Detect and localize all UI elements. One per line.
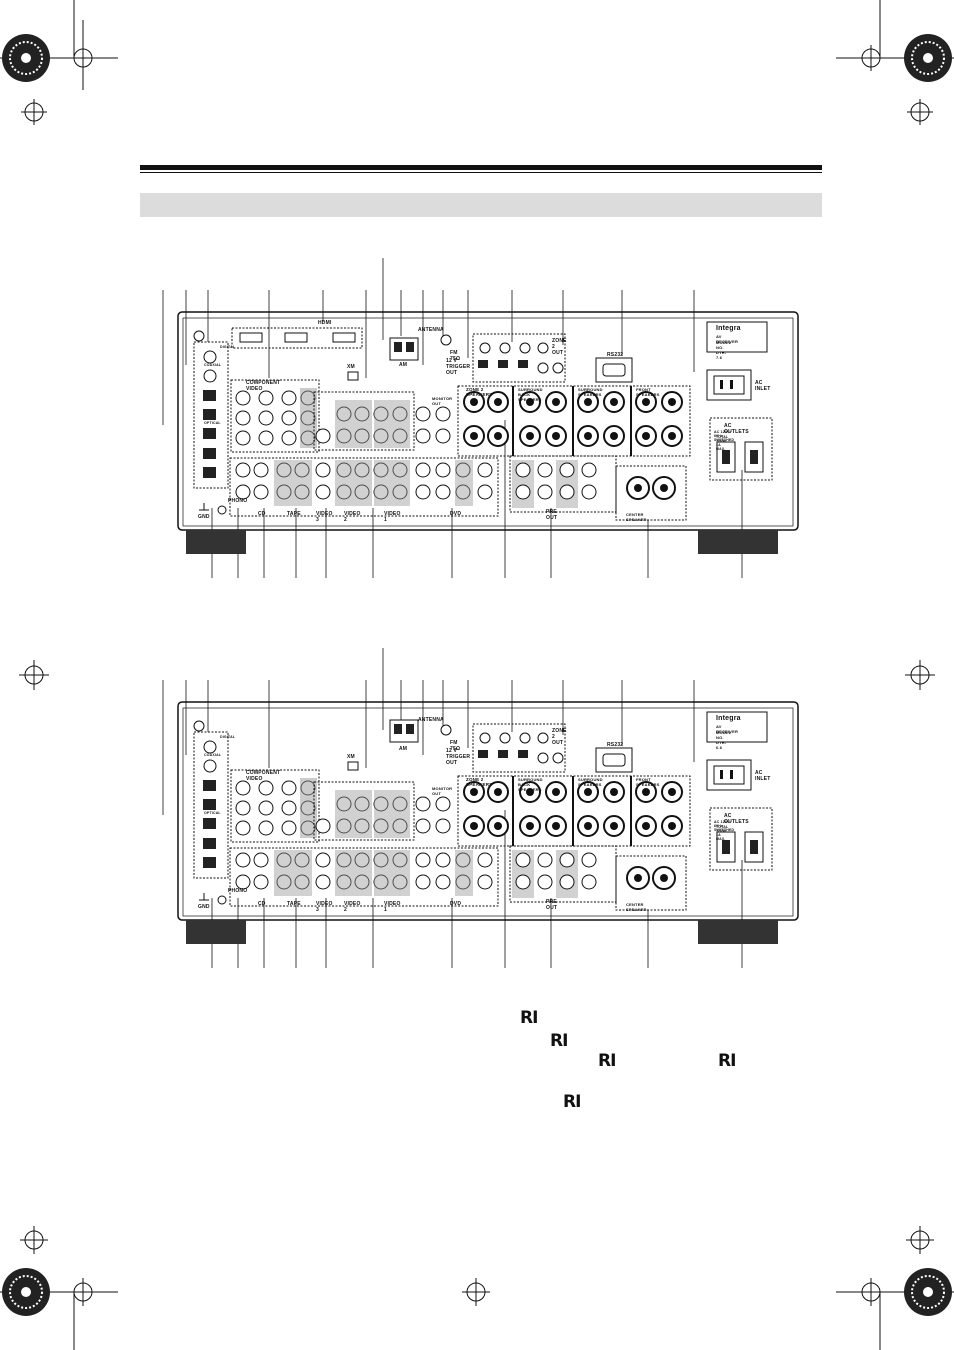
center-speaker-label: CENTER SPEAKER [626,512,647,522]
ac-outlets-sub2: TOTAL 120W 1A MAX. [716,435,729,451]
surround-back-label: SURROUND BACK SPEAKERS [518,387,543,402]
dvd-label-b: DVD [450,901,462,907]
fm-label: FM 75Ω [450,350,461,362]
ac-outlets-sub1-b: AC 120V~ 60Hz SWITCHED [714,820,735,832]
front-label: FRONT SPEAKERS [636,387,660,397]
am-label: AM [399,362,408,368]
ri-logo-icon: RI [718,1051,736,1071]
ri-logo-icon: RI [598,1051,616,1071]
hdmi-label: HDMI [318,320,332,326]
xm-label-b: XM [347,754,355,760]
ac-inlet-label-b: AC INLET [755,770,771,782]
optical-label: OPTICAL [204,421,221,425]
video2-label-b: VIDEO 2 [344,901,361,913]
ac-inlet-label: AC INLET [755,380,771,392]
monitor-out-label: MONITOR OUT [432,396,453,406]
brand-label: Integra [716,325,741,332]
pre-out-label: PRE OUT [546,509,558,521]
am-label-b: AM [399,746,408,752]
brand-sub2: MODEL NO. DTR-7.6 [716,340,732,360]
brand-sub1: AV RECEIVER [716,334,739,344]
video2-label: VIDEO 2 [344,511,361,523]
antenna-label: ANTENNA [418,327,444,333]
surround-label: SURROUND SPEAKERS [578,387,603,397]
component-video-label: COMPONENT VIDEO [246,380,281,392]
video3-label: VIDEO 3 [316,511,333,523]
ri-logo-icon: RI [520,1008,538,1028]
header-rule-thin [140,172,822,173]
gnd-label-b: GND [198,904,210,910]
video1-label: VIDEO 1 [384,511,401,523]
digital-label: DIGITAL [220,345,236,349]
zone2-out-label-b: ZONE 2 OUT [552,728,567,746]
cd-label-b: CD [258,901,266,907]
coaxial-label: COAXIAL [204,363,222,367]
dvd-label: DVD [450,511,462,517]
ac-outlets-sub1: AC 120V~ 60Hz SWITCHED [714,430,735,442]
ac-outlets-label-b: AC OUTLETS [724,813,749,825]
optical-label-b: OPTICAL [204,811,221,815]
header-rule [140,165,822,170]
gnd-label: GND [198,514,210,520]
video3-label-b: VIDEO 3 [316,901,333,913]
xm-label: XM [347,364,355,370]
surround-back-label-b: SURROUND BACK SPEAKERS [518,777,543,792]
cd-label: CD [258,511,266,517]
zone2-label: ZONE 2 SPEAKERS [466,387,493,397]
surround-label-b: SURROUND SPEAKERS [578,777,603,787]
video1-label-b: VIDEO 1 [384,901,401,913]
rear-panel-bottom-drawing [162,648,799,968]
rear-panel-top-drawing [162,258,799,578]
tape-label-b: TAPE [287,901,301,907]
center-speaker-label-b: CENTER SPEAKER [626,902,647,912]
tape-label: TAPE [287,511,301,517]
pre-out-label-b: PRE OUT [546,899,558,911]
fm-label-b: FM 75Ω [450,740,461,752]
monitor-out-label-b: MONITOR OUT [432,786,453,796]
ac-outlets-label: AC OUTLETS [724,423,749,435]
phono-label-b: PHONO [228,888,248,894]
front-label-b: FRONT SPEAKERS [636,777,660,787]
coaxial-label-b: COAXIAL [204,753,222,757]
rs232-label-b: RS232 [607,742,624,748]
rs232-label: RS232 [607,352,624,358]
phono-label: PHONO [228,498,248,504]
brand-sub1-b: AV RECEIVER [716,724,739,734]
component-video-label-b: COMPONENT VIDEO [246,770,281,782]
trigger-label: 12 V TRIGGER OUT [446,358,471,376]
brand-sub2-b: MODEL NO. DTR-6.6 [716,730,732,750]
trigger-label-b: 12 V TRIGGER OUT [446,748,471,766]
ri-logo-icon: RI [563,1092,581,1112]
ri-logo-icon: RI [550,1031,568,1051]
digital-label-b: DIGITAL [220,735,236,739]
ac-outlets-sub2-b: TOTAL 120W 1A MAX. [716,825,729,841]
antenna-label-b: ANTENNA [418,717,444,723]
zone2-label-b: ZONE 2 SPEAKERS [466,777,493,787]
brand-label-b: Integra [716,715,741,722]
section-heading-bar [140,193,822,217]
zone2-out-label: ZONE 2 OUT [552,338,567,356]
